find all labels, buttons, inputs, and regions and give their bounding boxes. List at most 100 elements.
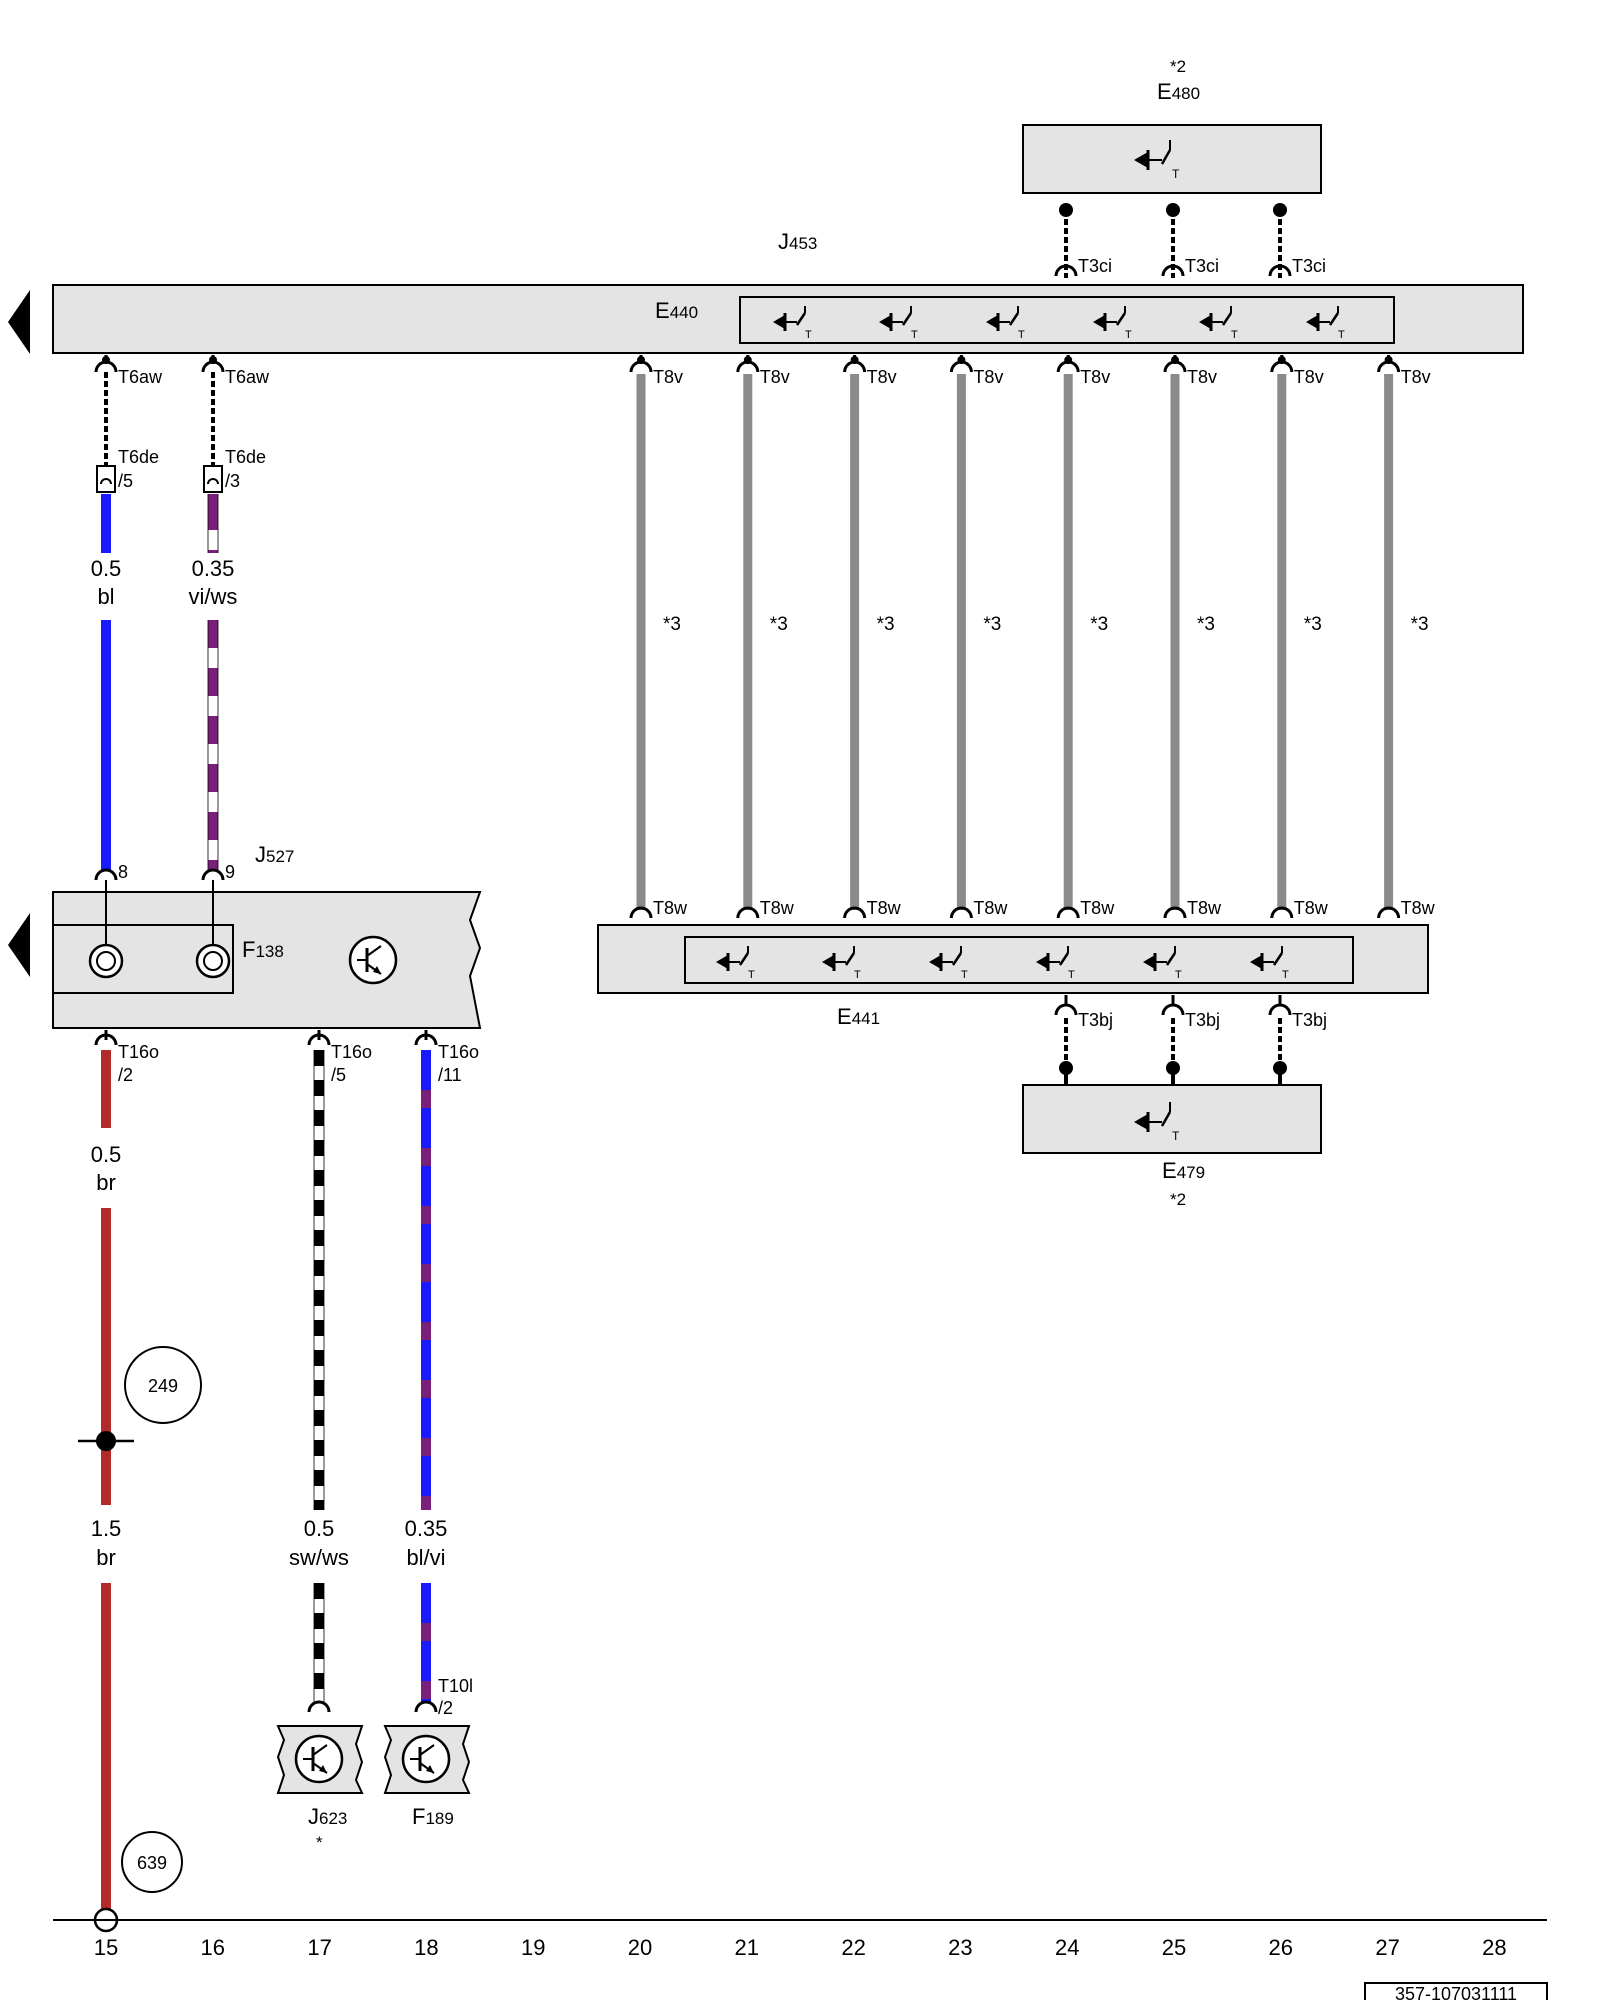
bus-note: *3 [770, 614, 788, 635]
t16o-label-3: T16o [438, 1042, 479, 1062]
e480-label: E480 [1157, 79, 1200, 104]
grid-number: 20 [628, 1935, 652, 1960]
f138-label: F138 [242, 937, 284, 962]
switch-icon: T [822, 946, 861, 981]
e479-label: E479 [1162, 1158, 1205, 1183]
grid-number: 25 [1162, 1935, 1186, 1960]
wire-17-gauge: 0.5 [304, 1516, 335, 1541]
grid-number: 22 [841, 1935, 865, 1960]
j527-pin-9: 9 [225, 862, 235, 882]
wire-16-top-color: vi/ws [189, 584, 238, 609]
t10l-pin: /2 [438, 1698, 453, 1718]
svg-text:T: T [1018, 329, 1025, 341]
switch-icon: T [1036, 946, 1075, 981]
e441-label: E441 [837, 1004, 880, 1029]
e479-box [1022, 1084, 1322, 1154]
switch-icon: T [716, 946, 755, 981]
e441-box [684, 936, 1354, 984]
switch-icon: T [986, 306, 1025, 341]
t8v-label: T8v [1401, 367, 1431, 387]
e440-box [739, 296, 1395, 344]
svg-text:T: T [1338, 329, 1345, 341]
grid-number: 15 [94, 1935, 118, 1960]
t8w-label: T8w [973, 898, 1008, 918]
t8v-label: T8v [1187, 367, 1217, 387]
switch-icon: T [1143, 946, 1182, 981]
svg-text:T: T [1231, 329, 1238, 341]
svg-text:T: T [1125, 329, 1132, 341]
grid-number: 27 [1375, 1935, 1399, 1960]
col18-lower-wire: T16o /11 0.35 bl/vi T10l /2 F189 [383, 1030, 479, 1829]
switch-icon: T [929, 946, 968, 981]
ground-ref-249 [124, 1346, 202, 1424]
j453-label: J453 [778, 229, 817, 254]
wire-15-top-color: bl [97, 584, 114, 609]
svg-text:T: T [1282, 969, 1289, 981]
switch-icon: T [879, 306, 918, 341]
wire-16-top-gauge: 0.35 [192, 556, 235, 581]
svg-text:T: T [805, 329, 812, 341]
component-j527: J527 8 9 F138 [52, 842, 482, 1029]
t8v-label: T8v [1080, 367, 1110, 387]
svg-text:T: T [1175, 969, 1182, 981]
ground-ref-249-text: 249 [148, 1376, 178, 1396]
e440-label: E440 [655, 298, 698, 323]
t8w-label: T8w [1294, 898, 1329, 918]
f138-contact-2 [195, 943, 231, 979]
bus-wires: T8v*3T8wT8v*3T8wT8v*3T8wT8v*3T8wT8v*3T8w… [629, 355, 1436, 919]
grid-number: 24 [1055, 1935, 1079, 1960]
diagram-id: 357-107031111 [1395, 1984, 1517, 2000]
t3bj-label-3: T3bj [1292, 1010, 1327, 1030]
svg-text:T: T [854, 969, 861, 981]
j623-note: * [316, 1833, 323, 1852]
bus-note: *3 [1304, 614, 1322, 635]
t10l-label: T10l [438, 1676, 473, 1696]
bus-note: *3 [663, 614, 681, 635]
e480-switch-icon: T [1134, 140, 1180, 181]
t3ci-label-2: T3ci [1185, 256, 1219, 276]
svg-text:T: T [911, 329, 918, 341]
grid-number: 26 [1269, 1935, 1293, 1960]
switch-icon: T [773, 306, 812, 341]
grid-number: 18 [414, 1935, 438, 1960]
svg-text:T: T [748, 969, 755, 981]
t16o-pin-1: /2 [118, 1065, 133, 1085]
t3bj-label-2: T3bj [1185, 1010, 1220, 1030]
switch-icon: T [1093, 306, 1132, 341]
t3bj-label-1: T3bj [1078, 1010, 1113, 1030]
col16-top-wire: T6aw T6de /3 0.35 vi/ws [189, 355, 270, 870]
bus-note: *3 [1090, 614, 1108, 635]
bus-note: *3 [983, 614, 1001, 635]
t6aw-label-2: T6aw [225, 367, 270, 387]
t8w-label: T8w [1401, 898, 1436, 918]
t8w-label: T8w [1187, 898, 1222, 918]
component-e480: *2 E480 T T3ci T3ci T3ci [1022, 57, 1326, 278]
t3ci-label-1: T3ci [1078, 256, 1112, 276]
t16o-pin-2: /5 [331, 1065, 346, 1085]
t8w-label: T8w [760, 898, 795, 918]
t6de-label-1: T6de [118, 447, 159, 467]
col17-lower-wire: T16o /5 0.5 sw/ws J623 * [276, 1030, 372, 1852]
t3ci-connectors [1054, 264, 1292, 277]
e479-note: *2 [1170, 1190, 1186, 1209]
bus-note: *3 [877, 614, 895, 635]
ground-ref-639 [121, 1831, 183, 1893]
grid-number: 23 [948, 1935, 972, 1960]
e480-note: *2 [1170, 57, 1186, 76]
t6de-label-2: T6de [225, 447, 266, 467]
diagram-id-box [1364, 1982, 1548, 2000]
e480-box [1022, 124, 1322, 194]
left-arrow-marker-bottom [8, 913, 30, 977]
t8v-label: T8v [1294, 367, 1324, 387]
switch-icon: T [1199, 306, 1238, 341]
col15-lower-wire: T16o /2 0.5 br 249 1.5 br 639 [78, 1030, 202, 1933]
t3ci-label-3: T3ci [1292, 256, 1326, 276]
